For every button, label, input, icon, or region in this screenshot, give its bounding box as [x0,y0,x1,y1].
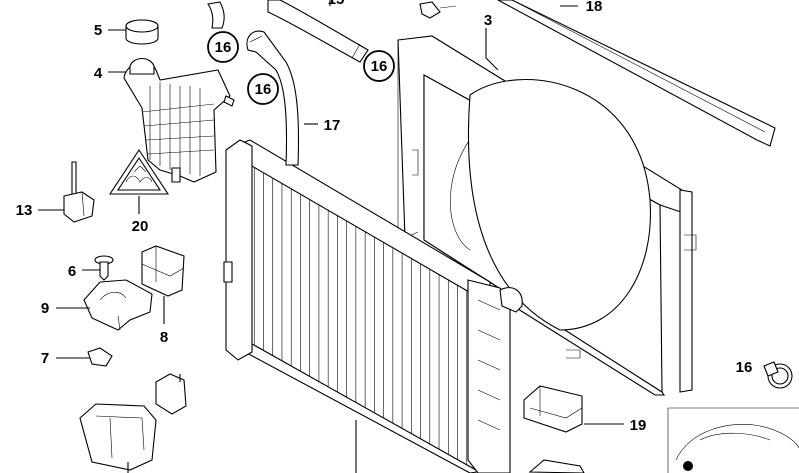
callout-6: 6 [68,263,76,280]
warning-label [108,149,170,195]
hose-clamp [763,361,793,389]
callout-5: 5 [94,22,102,39]
callout-7: 7 [41,350,49,367]
cap [125,19,159,45]
small-hose [207,1,225,29]
callout-16-c: 16 [363,50,395,82]
callout-16-inset: 16 [736,359,753,376]
bottom-piece [528,459,585,473]
callout-20: 20 [132,218,149,235]
callout-15: 15 [328,0,345,8]
clip [87,347,113,367]
callout-19: 19 [630,417,647,434]
temperature-sensor [63,161,95,223]
leader-lines [38,0,624,473]
callout-label: 16 [215,39,232,56]
expansion-tank [123,57,235,183]
callout-label: 16 [371,58,388,75]
hose-17 [246,30,300,166]
callout-8: 8 [160,329,168,346]
callout-17: 17 [324,117,341,134]
fan-shroud [397,35,697,396]
lower-mount [155,373,187,415]
location-dot [683,461,693,471]
rubber-mount [141,245,185,297]
bracket [83,279,153,331]
callout-16-b: 16 [247,73,279,105]
callout-4: 4 [94,65,103,82]
top-clip [419,1,457,19]
callout-16-a: 16 [207,31,239,63]
bracket-19 [523,385,583,433]
rubber-strip [497,0,776,147]
screw [94,255,114,281]
upper-hose [267,0,369,63]
callout-18: 18 [586,0,603,15]
callout-3: 3 [484,12,492,29]
radiator [223,139,523,473]
vehicle-inset [667,407,799,473]
callout-9: 9 [41,300,49,317]
callout-13: 13 [16,202,33,219]
air-duct [79,403,157,471]
callout-label: 16 [255,81,272,98]
